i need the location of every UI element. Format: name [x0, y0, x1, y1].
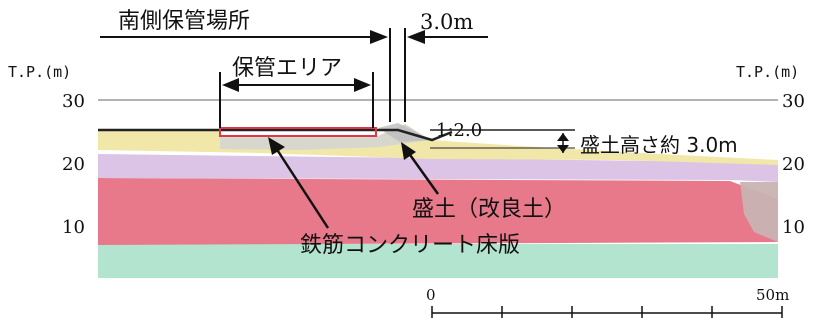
ground-surface: [98, 128, 453, 142]
embankment-leader: [406, 151, 440, 195]
elevation-right-30: 30: [782, 91, 805, 112]
label-embankment-material: 盛土（改良土）: [412, 197, 566, 222]
scale-end-label: 50m: [756, 286, 789, 304]
arrow-head-right: [370, 30, 388, 44]
layer-yellow: [98, 124, 778, 165]
scale-start-label: 0: [426, 286, 436, 304]
label-rc-slab: 鉄筋コンクリート床版: [300, 233, 520, 258]
width-markers: [389, 28, 406, 122]
storage-area-arrow: [222, 78, 371, 92]
label-width-value: 3.0m: [420, 10, 473, 34]
label-storage-area: 保管エリア: [232, 56, 342, 81]
width-arrow: [407, 30, 488, 44]
label-south-storage-site: 南側保管場所: [118, 9, 250, 34]
slab-leader-head: [268, 137, 285, 155]
layer-red: [98, 178, 778, 245]
elevation-right-10: 10: [782, 217, 805, 238]
embankment-leader-head: [401, 142, 416, 160]
elevation-left-20: 20: [62, 154, 85, 175]
elevation-left-10: 10: [62, 217, 85, 238]
layer-mauve: [740, 182, 778, 242]
scale-bar: [431, 306, 783, 318]
arrow-head-left: [222, 78, 239, 92]
label-embankment-height: 盛土高さ約 3.0m: [580, 133, 738, 157]
elevation-right-20: 20: [782, 154, 805, 175]
label-slope-ratio: 1:2.0: [436, 120, 482, 141]
south-storage-arrow: [100, 30, 388, 44]
arrow-head-right: [354, 78, 371, 92]
storage-area-bounds: [219, 72, 374, 128]
label-axis-unit-left: T.P.(m): [8, 63, 71, 81]
layer-purple: [98, 154, 778, 182]
arrow-head-left: [407, 30, 425, 44]
elevation-left-30: 30: [62, 91, 85, 112]
rc-slab-outline: [219, 127, 377, 137]
leader-arrows: [268, 137, 440, 229]
label-axis-unit-right: T.P.(m): [736, 63, 799, 81]
slab-leader: [274, 147, 330, 229]
height-indicator: [557, 133, 569, 153]
layer-green: [98, 244, 778, 278]
